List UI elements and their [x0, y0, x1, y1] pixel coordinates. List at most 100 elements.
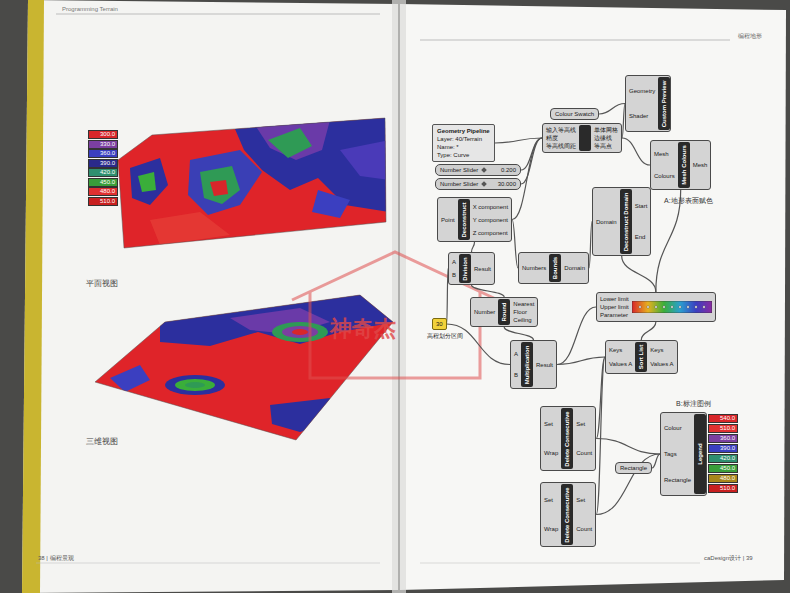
grasshopper-component: MeshColoursMesh ColoursMesh	[650, 140, 711, 190]
output-port: Set	[576, 496, 585, 504]
output-port: Ceiling	[513, 316, 531, 324]
grasshopper-component: DomainDeconstruct DomainStartEnd	[592, 187, 651, 256]
wire	[447, 324, 510, 365]
wire	[596, 357, 605, 515]
right-page	[400, 4, 786, 590]
page-label: A:地形表面赋色	[664, 196, 713, 206]
legend-value: 420.0	[89, 169, 117, 176]
component-band: Custom Preview	[658, 77, 670, 130]
slider-grip	[482, 181, 488, 187]
param-component: Colour Swatch	[550, 108, 599, 120]
panel-value: 30	[436, 320, 443, 328]
input-port: Lower limit	[600, 295, 629, 303]
wire	[557, 357, 605, 365]
page-label: Programming Terrain	[62, 6, 118, 12]
cluster-component: 输入等高线精度等高线间距单体网格边缘线等高点	[542, 123, 622, 153]
wire	[521, 138, 542, 184]
component-name: Multiplication	[523, 345, 531, 384]
grasshopper-component: Numbers Bounds Domain	[518, 252, 589, 284]
header-rule	[56, 14, 380, 15]
page-label: 38 | 编程景观	[38, 554, 74, 563]
input-port: Tags	[664, 450, 677, 458]
panel: 30高程划分区间	[432, 318, 447, 330]
legend-value: 480.0	[709, 475, 737, 482]
output-port: Y component	[473, 216, 508, 224]
output-port: 边缘线	[594, 134, 612, 142]
input-port: Upper limit	[600, 303, 629, 311]
gradient-component: Lower limitUpper limitParameter	[596, 292, 716, 322]
output-port: Count	[576, 449, 592, 457]
legend-swatch: 390.0	[88, 159, 118, 168]
input-port: Parameter	[600, 311, 628, 319]
watermark: 神奇杰	[330, 314, 396, 344]
input-port: Wrap	[544, 525, 558, 533]
input-port: Shader	[629, 112, 648, 120]
legend-swatch: 330.0	[88, 140, 118, 149]
terrain-plan	[110, 110, 400, 260]
input-port: Numbers	[522, 264, 546, 272]
footer-rule	[420, 563, 700, 564]
slider-name: Number Slider	[440, 180, 478, 188]
output-port: Domain	[564, 264, 585, 272]
legend-value: 510.0	[709, 485, 737, 492]
grasshopper-component: ABDivisionResult	[448, 252, 495, 285]
component-name: Sort List	[637, 345, 645, 369]
component-name: Division	[461, 257, 469, 280]
output-port: Values A	[650, 360, 673, 368]
legend-swatch: 420.0	[708, 454, 738, 463]
component-name: Deconstruct Domain	[622, 192, 630, 251]
pipeline-line: Geometry Pipeline	[437, 127, 490, 135]
slider-grip	[482, 167, 488, 173]
component-band: Delete Consecutive	[561, 484, 573, 545]
input-port: B	[452, 271, 456, 279]
legend-swatch: 510.0	[88, 197, 118, 206]
component-name: Custom Preview	[660, 80, 668, 127]
component-name: Bounds	[551, 257, 559, 279]
wire	[622, 256, 656, 292]
slider-value: 0.200	[501, 166, 516, 174]
component-name: Delete Consecutive	[563, 487, 571, 542]
grasshopper-component: ColourTagsRectangle Legend	[660, 412, 707, 496]
legend-value: 390.0	[709, 445, 737, 452]
component-band: Mesh Colours	[678, 142, 690, 188]
page-label: caDesign设计 | 39	[704, 554, 753, 563]
wire	[472, 242, 475, 252]
number-slider: Number Slider30.000	[435, 178, 521, 190]
input-port: 精度	[546, 134, 558, 142]
component-name: Legend	[696, 443, 704, 464]
header-rule	[420, 40, 730, 41]
output-port: Count	[576, 525, 592, 533]
input-port: 输入等高线	[546, 126, 576, 134]
legend-swatch: 420.0	[88, 168, 118, 177]
legend-value: 510.0	[89, 198, 117, 205]
input-port: Values A	[609, 360, 632, 368]
legend-swatch: 540.0	[708, 414, 738, 423]
input-port: Set	[544, 420, 553, 428]
wire	[521, 138, 542, 170]
input-port: Colours	[654, 172, 675, 180]
slider-name: Number Slider	[440, 166, 478, 174]
input-port: Rectangle	[664, 476, 691, 484]
legend-value: 360.0	[709, 435, 737, 442]
legend-swatch: 360.0	[708, 434, 738, 443]
wire	[656, 190, 681, 292]
output-port: Nearest	[513, 300, 534, 308]
legend-swatch: 360.0	[88, 149, 118, 158]
output-port: Z component	[473, 229, 508, 237]
component-band: Deconstruct	[458, 199, 470, 240]
watermark-house	[292, 252, 498, 378]
param-component: Rectangle	[615, 462, 652, 474]
output-port: Result	[536, 361, 553, 369]
wire	[472, 285, 505, 297]
grasshopper-component: KeysValues ASort ListKeysValues A	[605, 340, 678, 374]
number-slider: Number Slider 0.200	[435, 164, 521, 176]
component-name: Mesh Colours	[680, 145, 688, 185]
grasshopper-component: GeometryShaderCustom Preview	[625, 75, 671, 132]
input-port: Colour	[664, 424, 682, 432]
legend-value: 450.0	[709, 465, 737, 472]
component-name: Deconstruct	[460, 202, 468, 237]
page-label: 编程地形	[738, 32, 762, 41]
component-label: Rectangle	[620, 464, 647, 472]
input-port: Number	[474, 308, 495, 316]
component-band: Division	[459, 254, 471, 283]
